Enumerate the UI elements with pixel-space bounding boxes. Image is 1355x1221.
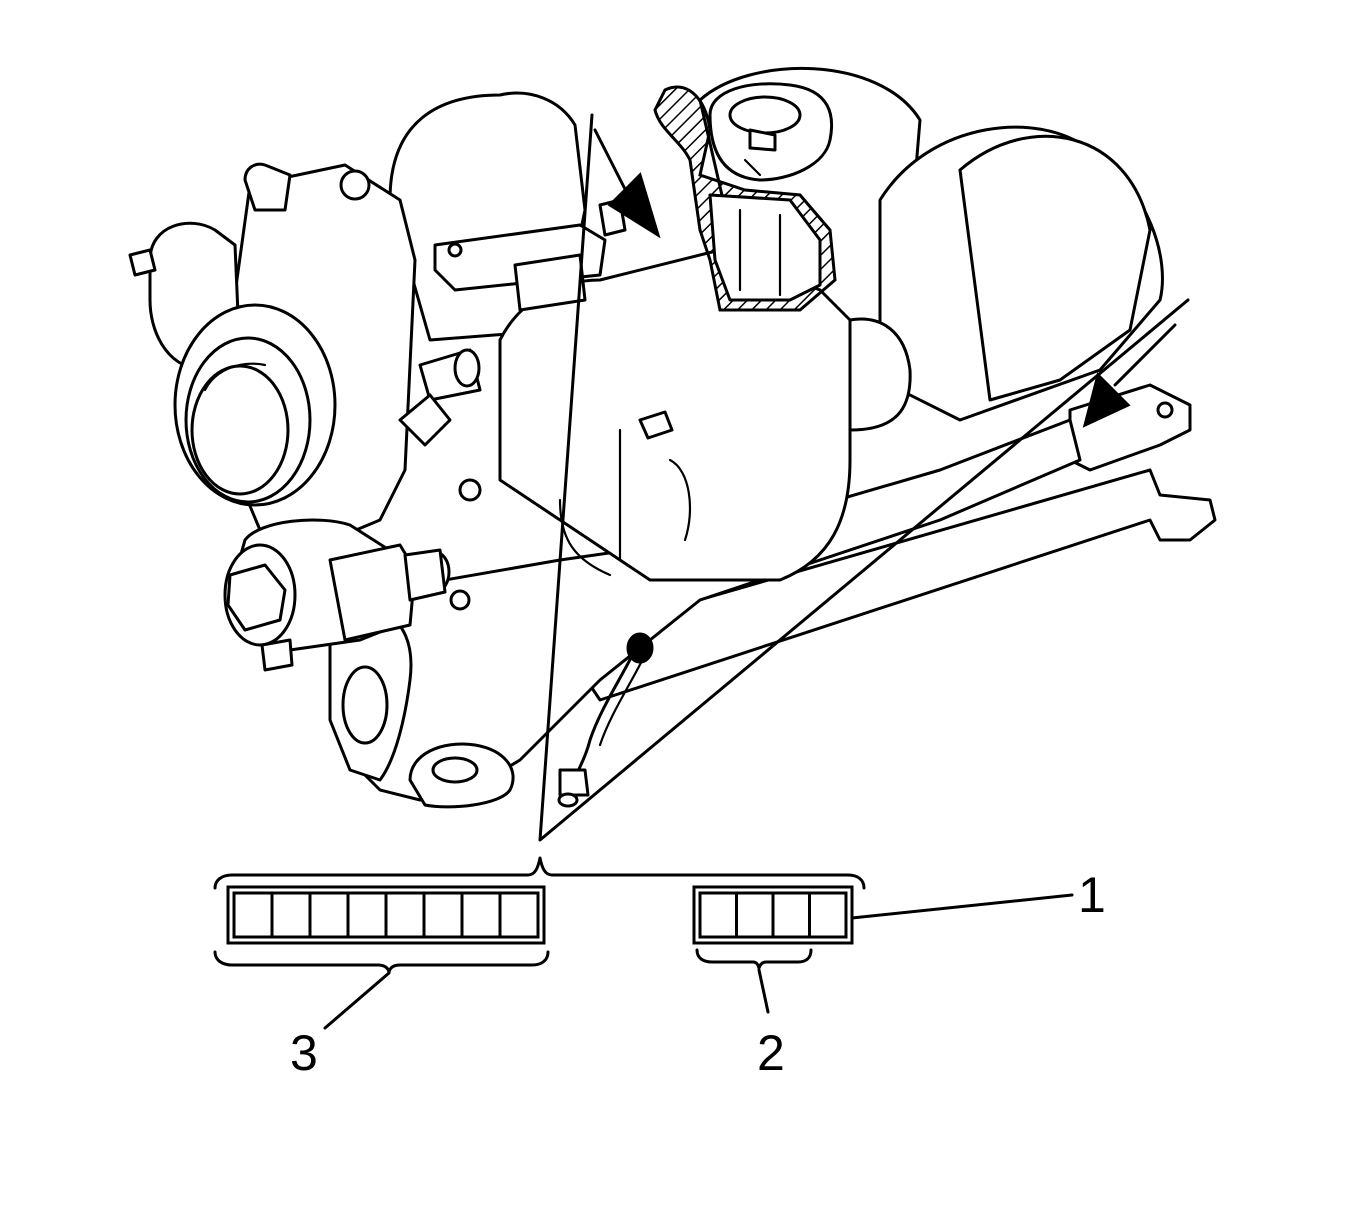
leader-1 <box>850 893 1074 920</box>
view-triangle <box>538 113 1190 842</box>
stamp-cell <box>698 891 738 939</box>
stamp-cell <box>735 891 775 939</box>
stamp-cell <box>498 891 540 939</box>
stamp-code-right <box>692 885 854 945</box>
callout-1: 1 <box>1078 867 1106 923</box>
arrow-left <box>593 128 661 239</box>
intake-manifold-assembly <box>128 66 1217 809</box>
bracket-2 <box>695 948 813 970</box>
stamp-cell <box>346 891 388 939</box>
callout-2: 2 <box>757 1025 785 1081</box>
stamp-cell <box>771 891 811 939</box>
stamp-code-left <box>226 885 546 945</box>
leader-3 <box>323 971 391 1030</box>
stamp-cell <box>384 891 426 939</box>
stamp-cell <box>422 891 464 939</box>
arrow-right <box>1082 323 1177 428</box>
bracket-3 <box>213 950 550 974</box>
callout-3: 3 <box>290 1025 318 1081</box>
stamp-cell <box>808 891 848 939</box>
top-bracket <box>213 856 866 890</box>
stamp-cell <box>308 891 350 939</box>
stamp-cell <box>232 891 274 939</box>
stamp-cell <box>270 891 312 939</box>
stamp-cell <box>460 891 502 939</box>
leader-2 <box>757 968 770 1014</box>
